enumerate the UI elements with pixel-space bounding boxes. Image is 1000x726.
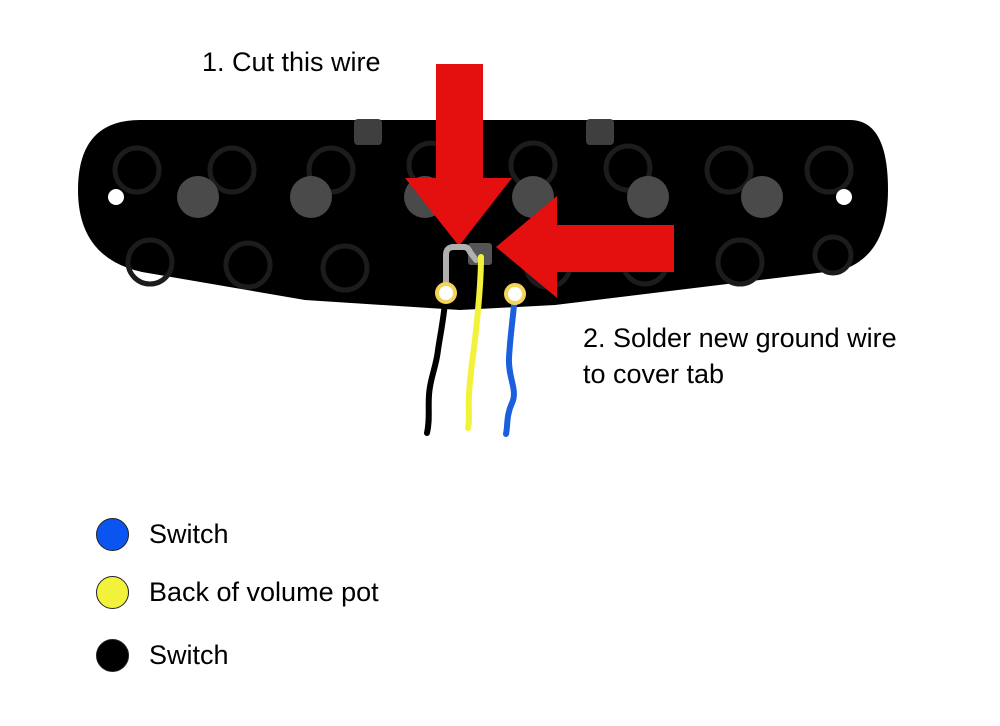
legend-swatch-black <box>96 638 129 672</box>
legend-swatch-blue <box>96 517 129 551</box>
baseplate-tab-left <box>354 119 382 145</box>
arrow-down-cut <box>405 64 512 246</box>
legend-item-yellow: Back of volume pot <box>96 574 379 610</box>
black-wire <box>424 290 449 436</box>
legend-item-blue: Switch <box>96 516 229 552</box>
baseplate-tab-right <box>586 119 614 145</box>
solder-eyelet-left <box>435 282 457 304</box>
callout-solder-line-2: to cover tab <box>583 359 725 389</box>
mounting-hole-right <box>836 189 852 205</box>
callout-solder-ground: 2. Solder new ground wire to cover tab <box>583 320 897 392</box>
callout-cut-wire-text: 1. Cut this wire <box>202 47 381 77</box>
yellow-wire <box>465 254 484 431</box>
pole-piece <box>290 176 332 218</box>
legend-item-black: Switch <box>96 637 229 673</box>
callout-cut-wire: 1. Cut this wire <box>202 44 381 80</box>
legend-label: Switch <box>149 639 229 670</box>
blue-wire <box>503 292 518 437</box>
legend-swatch-yellow <box>96 575 129 609</box>
legend-label: Switch <box>149 518 229 549</box>
arrow-left-solder <box>496 196 674 298</box>
callout-solder-line-1: 2. Solder new ground wire <box>583 323 897 353</box>
solder-eyelet-right <box>504 283 526 305</box>
pole-piece <box>627 176 669 218</box>
pole-piece <box>741 176 783 218</box>
pole-piece <box>177 176 219 218</box>
grey-wire <box>443 244 479 296</box>
legend-label: Back of volume pot <box>149 576 379 607</box>
mounting-hole-left <box>108 189 124 205</box>
